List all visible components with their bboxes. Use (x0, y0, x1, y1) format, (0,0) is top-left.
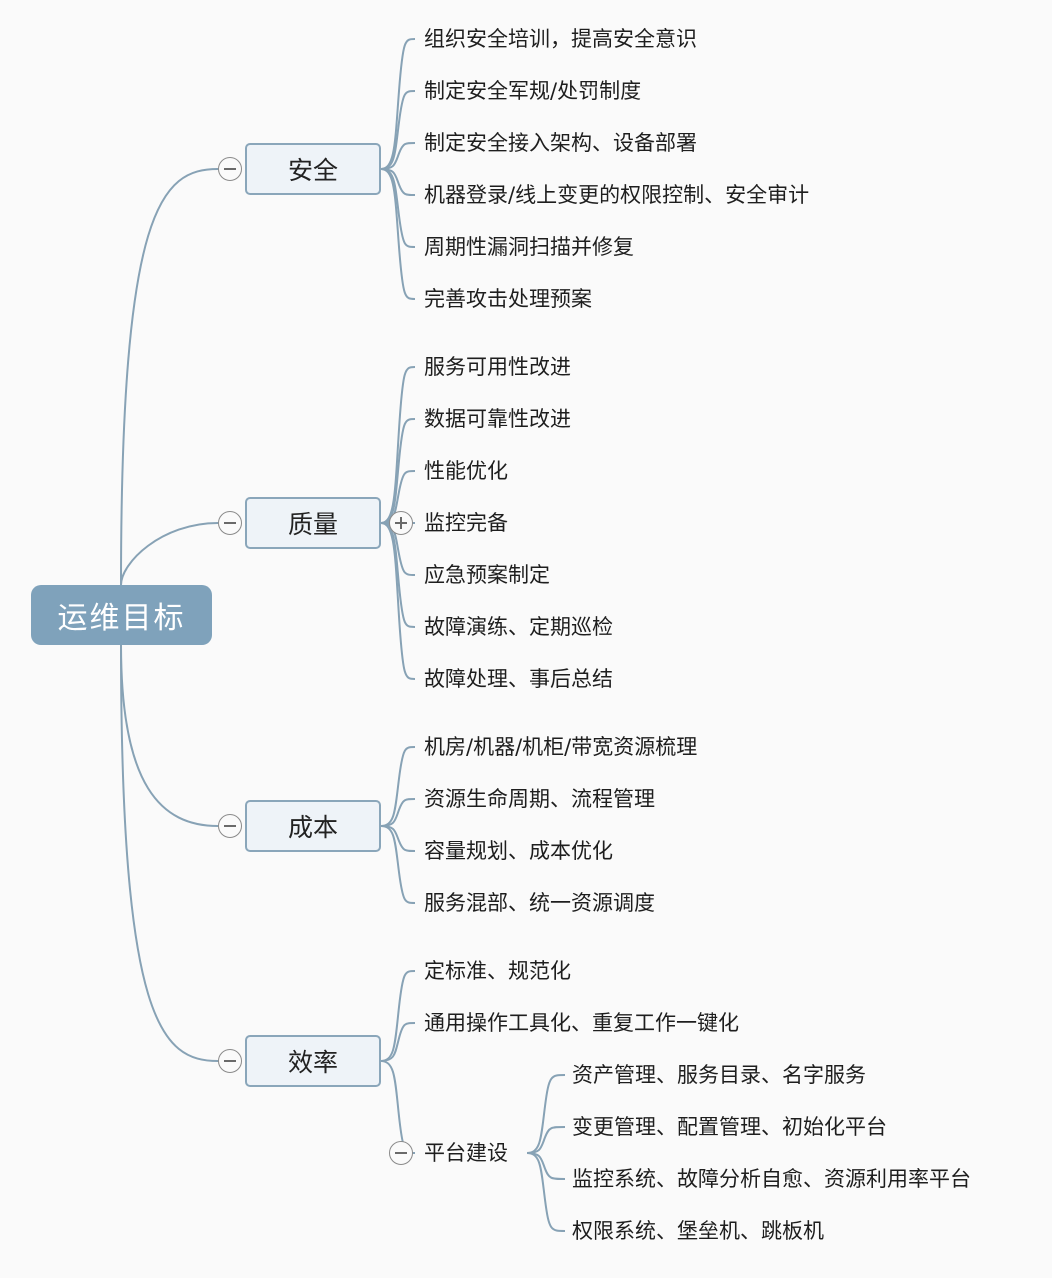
branch-connector (380, 168, 416, 300)
leaf-item[interactable]: 定标准、规范化 (424, 959, 571, 983)
branch-connector (380, 825, 416, 852)
branch-connector (380, 1022, 416, 1062)
branch-connector (380, 970, 416, 1062)
root-connector (120, 522, 219, 586)
collapse-toggle-icon[interactable] (218, 1049, 242, 1073)
leaf-item-platform[interactable]: 平台建设 (424, 1141, 508, 1165)
branch-connector (380, 1060, 416, 1154)
leaf-item[interactable]: 机器登录/线上变更的权限控制、安全审计 (424, 183, 810, 207)
branch-node-quality[interactable]: 质量 (245, 497, 381, 549)
leaf-item[interactable]: 数据可靠性改进 (424, 407, 571, 431)
leaf-item[interactable]: 故障处理、事后总结 (424, 667, 613, 691)
root-connector (120, 644, 219, 1062)
root-connector (120, 168, 219, 586)
branch-connector (380, 168, 416, 248)
collapse-toggle-icon[interactable] (389, 1141, 413, 1165)
branch-connector (380, 38, 416, 170)
sub-connector (526, 1126, 566, 1154)
branch-connector (380, 798, 416, 827)
collapse-toggle-icon[interactable] (218, 157, 242, 181)
leaf-item[interactable]: 制定安全军规/处罚制度 (424, 79, 642, 103)
branch-connector (380, 746, 416, 827)
branch-node-cost[interactable]: 成本 (245, 800, 381, 852)
sub-connector (526, 1152, 566, 1180)
sub-leaf-item[interactable]: 权限系统、堡垒机、跳板机 (572, 1219, 824, 1243)
branch-connector (380, 522, 416, 680)
leaf-item[interactable]: 组织安全培训，提高安全意识 (424, 27, 697, 51)
leaf-item[interactable]: 容量规划、成本优化 (424, 839, 613, 863)
branch-label: 效率 (287, 1048, 338, 1077)
branch-label: 安全 (287, 156, 338, 185)
root-label: 运维目标 (57, 601, 186, 636)
branch-connector (380, 90, 416, 170)
leaf-item[interactable]: 资源生命周期、流程管理 (424, 787, 655, 811)
expand-toggle-icon[interactable] (389, 511, 413, 535)
leaf-item[interactable]: 机房/机器/机柜/带宽资源梳理 (424, 735, 698, 759)
sub-connector (526, 1074, 566, 1154)
leaf-item[interactable]: 应急预案制定 (424, 563, 550, 587)
root-connector (120, 644, 219, 827)
sub-leaf-item[interactable]: 变更管理、配置管理、初始化平台 (572, 1115, 887, 1139)
branch-node-security[interactable]: 安全 (245, 143, 381, 195)
leaf-item[interactable]: 服务可用性改进 (424, 355, 571, 379)
branch-connector (380, 825, 416, 904)
collapse-toggle-icon[interactable] (218, 511, 242, 535)
leaf-item[interactable]: 周期性漏洞扫描并修复 (424, 235, 634, 259)
leaf-item[interactable]: 性能优化 (424, 459, 508, 483)
branch-node-efficiency[interactable]: 效率 (245, 1035, 381, 1087)
leaf-item[interactable]: 监控完备 (424, 511, 508, 535)
collapse-toggle-icon[interactable] (218, 814, 242, 838)
sub-connector (526, 1152, 566, 1232)
branch-label: 质量 (287, 510, 338, 539)
branch-connector (380, 168, 416, 196)
branch-connector (380, 142, 416, 170)
sub-leaf-item[interactable]: 资产管理、服务目录、名字服务 (572, 1063, 866, 1087)
leaf-item[interactable]: 服务混部、统一资源调度 (424, 891, 655, 915)
leaf-item[interactable]: 完善攻击处理预案 (424, 287, 592, 311)
branch-label: 成本 (287, 813, 338, 842)
sub-leaf-item[interactable]: 监控系统、故障分析自愈、资源利用率平台 (572, 1167, 971, 1191)
root-node[interactable]: 运维目标 (31, 585, 212, 645)
leaf-item[interactable]: 通用操作工具化、重复工作一键化 (424, 1011, 739, 1035)
leaf-item[interactable]: 故障演练、定期巡检 (424, 615, 613, 639)
leaf-item[interactable]: 制定安全接入架构、设备部署 (424, 131, 697, 155)
